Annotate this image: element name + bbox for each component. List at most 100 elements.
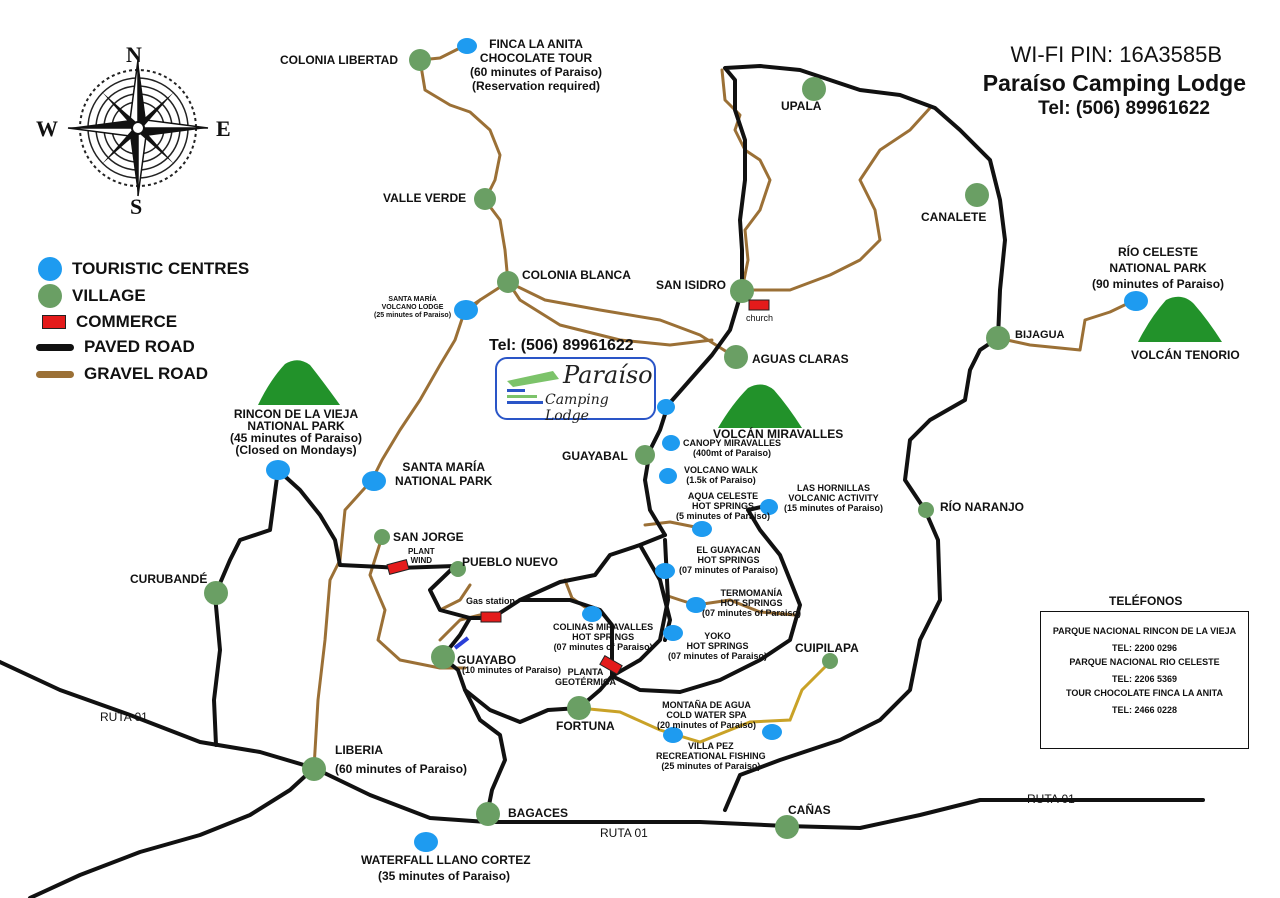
village-guayabo bbox=[431, 645, 455, 669]
label-volcano-walk: VOLCANO WALK (1.5k of Paraiso) bbox=[684, 465, 758, 485]
logo-line1: Paraíso bbox=[563, 361, 653, 389]
yoko-line-1: YOKO bbox=[704, 631, 731, 641]
road-curubande bbox=[212, 468, 280, 747]
label-cuipilapa: CUIPILAPA bbox=[795, 641, 859, 655]
ruta-01-road bbox=[0, 660, 1205, 830]
finca-line-1: FINCA LA ANITA bbox=[489, 37, 583, 51]
legend-village-label: VILLAGE bbox=[72, 286, 146, 305]
commerce-planta-geotermica bbox=[599, 654, 623, 676]
compass-n: N bbox=[126, 42, 142, 67]
label-colonia-blanca: COLONIA BLANCA bbox=[522, 268, 631, 282]
label-ruta01-east: RUTA 01 bbox=[1027, 792, 1075, 806]
legend-commerce-label: COMMERCE bbox=[76, 312, 178, 331]
lodge-tel: Tel: (506) 89961622 bbox=[1038, 98, 1210, 119]
label-villa-pez: Villa Pez RECREATIONAL FISHING (25 minut… bbox=[656, 741, 766, 771]
label-volcan-miravalles: VOLCÁN MIRAVALLES bbox=[713, 427, 844, 441]
hornillas-line-3: (15 minutes of Paraiso) bbox=[784, 503, 884, 513]
label-aqua-celeste: AQUA CELESTE HOT SPRINGS (5 minutes of P… bbox=[676, 491, 770, 521]
village-liberia bbox=[302, 757, 326, 781]
tourist-santa-maria-np bbox=[362, 471, 386, 491]
phone-row-4: TEL: 2206 5369 bbox=[1111, 674, 1178, 684]
colinas-line-2: HOT SPRINGS bbox=[572, 632, 635, 642]
plant-wind-line-2: WIND bbox=[410, 556, 432, 565]
volcano-tenorio-icon bbox=[1138, 296, 1222, 342]
label-rincon: RINCON DE LA VIEJA NATIONAL PARK (45 min… bbox=[230, 408, 362, 456]
legend-gravel-label: GRAVEL ROAD bbox=[84, 364, 209, 383]
village-pueblo-nuevo bbox=[450, 561, 466, 577]
rio-celeste-line-2: NATIONAL PARK bbox=[1109, 261, 1207, 275]
legend-paved-label: PAVED ROAD bbox=[84, 337, 195, 356]
yoko-line-2: HOT SPRINGS bbox=[686, 641, 749, 651]
termomania-line-3: (07 minutes of Paraiso) bbox=[702, 608, 802, 618]
tourist-aqua-celeste bbox=[692, 521, 712, 537]
label-santa-maria-lodge: SANTA MARÍA VOLCANO LODGE (25 minutes of… bbox=[374, 296, 451, 320]
village-canalete bbox=[965, 183, 989, 207]
road-miravalles-main bbox=[643, 64, 1007, 537]
label-san-isidro: SAN ISIDRO bbox=[656, 278, 727, 292]
volcano-walk-line-2: (1.5k of Paraiso) bbox=[686, 475, 756, 485]
phone-row-6: TEL: 2466 0228 bbox=[1111, 705, 1178, 715]
village-rio-naranjo bbox=[918, 502, 934, 518]
touristic-swatch bbox=[38, 257, 62, 281]
guayacan-line-2: HOT SPRINGS bbox=[697, 555, 760, 565]
label-rio-celeste: RÍO CELESTE NATIONAL PARK (90 minutes of… bbox=[1092, 244, 1224, 292]
santa-maria-np-line-1: SANTA MARÍA bbox=[402, 460, 485, 474]
compass-e: E bbox=[216, 116, 231, 141]
gravel-road-bijagua-celeste bbox=[996, 298, 1137, 352]
legend-village: VILLAGE bbox=[38, 284, 146, 308]
santa-maria-lodge-line-1: SANTA MARÍA bbox=[388, 296, 437, 303]
santa-maria-lodge-line-3: (25 minutes of Paraiso) bbox=[374, 312, 452, 319]
rincon-line-2: NATIONAL PARK bbox=[247, 419, 345, 433]
gravel-road-san-isidro-canalete bbox=[740, 106, 932, 292]
village-canas bbox=[775, 815, 799, 839]
road-bijagua-rio-naranjo bbox=[903, 336, 1000, 512]
village-colonia-blanca bbox=[497, 271, 519, 293]
tourist-termomania bbox=[686, 597, 706, 613]
road-rio-naranjo-canas bbox=[723, 508, 942, 812]
rio-celeste-line-3: (90 minutes of Paraiso) bbox=[1092, 277, 1225, 291]
label-guayacan: EL GUAYACAN HOT SPRINGS (07 minutes of P… bbox=[679, 545, 778, 575]
label-guayabo: GUAYABO bbox=[457, 653, 517, 667]
legend-touristic-label: TOURISTIC CENTRES bbox=[72, 259, 250, 278]
tourist-paraiso bbox=[657, 399, 675, 415]
rincon-line-1: RINCON DE LA VIEJA bbox=[233, 407, 359, 421]
village-upala bbox=[802, 77, 826, 101]
label-liberia-time: (60 minutes of Paraiso) bbox=[335, 762, 468, 776]
blue-road-segment bbox=[453, 636, 470, 650]
label-waterfall: WATERFALL LLANO CORTEZ bbox=[361, 853, 531, 867]
village-curubande bbox=[204, 581, 228, 605]
commerce-church bbox=[748, 299, 770, 311]
tent-icon bbox=[507, 371, 559, 404]
santa-maria-lodge-line-2: VOLCANO LODGE bbox=[381, 304, 444, 311]
label-church: church bbox=[746, 313, 774, 323]
paved-swatch bbox=[36, 343, 74, 351]
label-guayabo-time: (10 minutes of Paraiso) bbox=[462, 665, 562, 675]
village-fortuna bbox=[567, 696, 591, 720]
guayacan-line-1: EL GUAYACAN bbox=[696, 545, 761, 555]
village-cuipilapa bbox=[822, 653, 838, 669]
label-san-jorge: SAN JORGE bbox=[393, 530, 464, 544]
gravel-road-colinas bbox=[563, 578, 594, 614]
aqua-celeste-line-1: AQUA CELESTE bbox=[687, 491, 759, 501]
label-valle-verde: VALLE VERDE bbox=[383, 191, 467, 205]
volcano-rincon-icon bbox=[258, 360, 340, 405]
lodge-title: Paraíso Camping Lodge bbox=[982, 70, 1246, 96]
logo-line2: Camping Lodge bbox=[545, 392, 609, 424]
label-aguas-claras: AGUAS CLARAS bbox=[752, 352, 849, 366]
commerce-gas-station bbox=[480, 611, 502, 623]
compass-rose-icon bbox=[67, 59, 209, 197]
montana-line-1: MONTAÑA DE AGUA bbox=[662, 700, 751, 710]
finca-line-4: (Reservation required) bbox=[472, 79, 601, 93]
label-volcan-tenorio: VOLCÁN TENORIO bbox=[1131, 348, 1240, 362]
village-san-isidro bbox=[730, 279, 754, 303]
road-fortuna-planta bbox=[577, 538, 670, 710]
wifi-pin: WI-FI PIN: 16A3585B bbox=[1010, 42, 1222, 67]
gravel-road-colonia-blanca-aguas-claras bbox=[506, 280, 737, 359]
compass-s: S bbox=[130, 194, 143, 219]
tourist-santa-maria-lodge bbox=[454, 300, 478, 320]
phones-title: TELÉFONOS bbox=[1109, 594, 1183, 608]
santa-maria-np-line-2: NATIONAL PARK bbox=[395, 474, 493, 488]
label-canopy: CANOPY MIRAVALLES (400mt of Paraiso) bbox=[683, 438, 781, 458]
label-hornillas: LAS HORNILLAS VOLCANIC ACTIVITY (15 minu… bbox=[784, 483, 883, 513]
